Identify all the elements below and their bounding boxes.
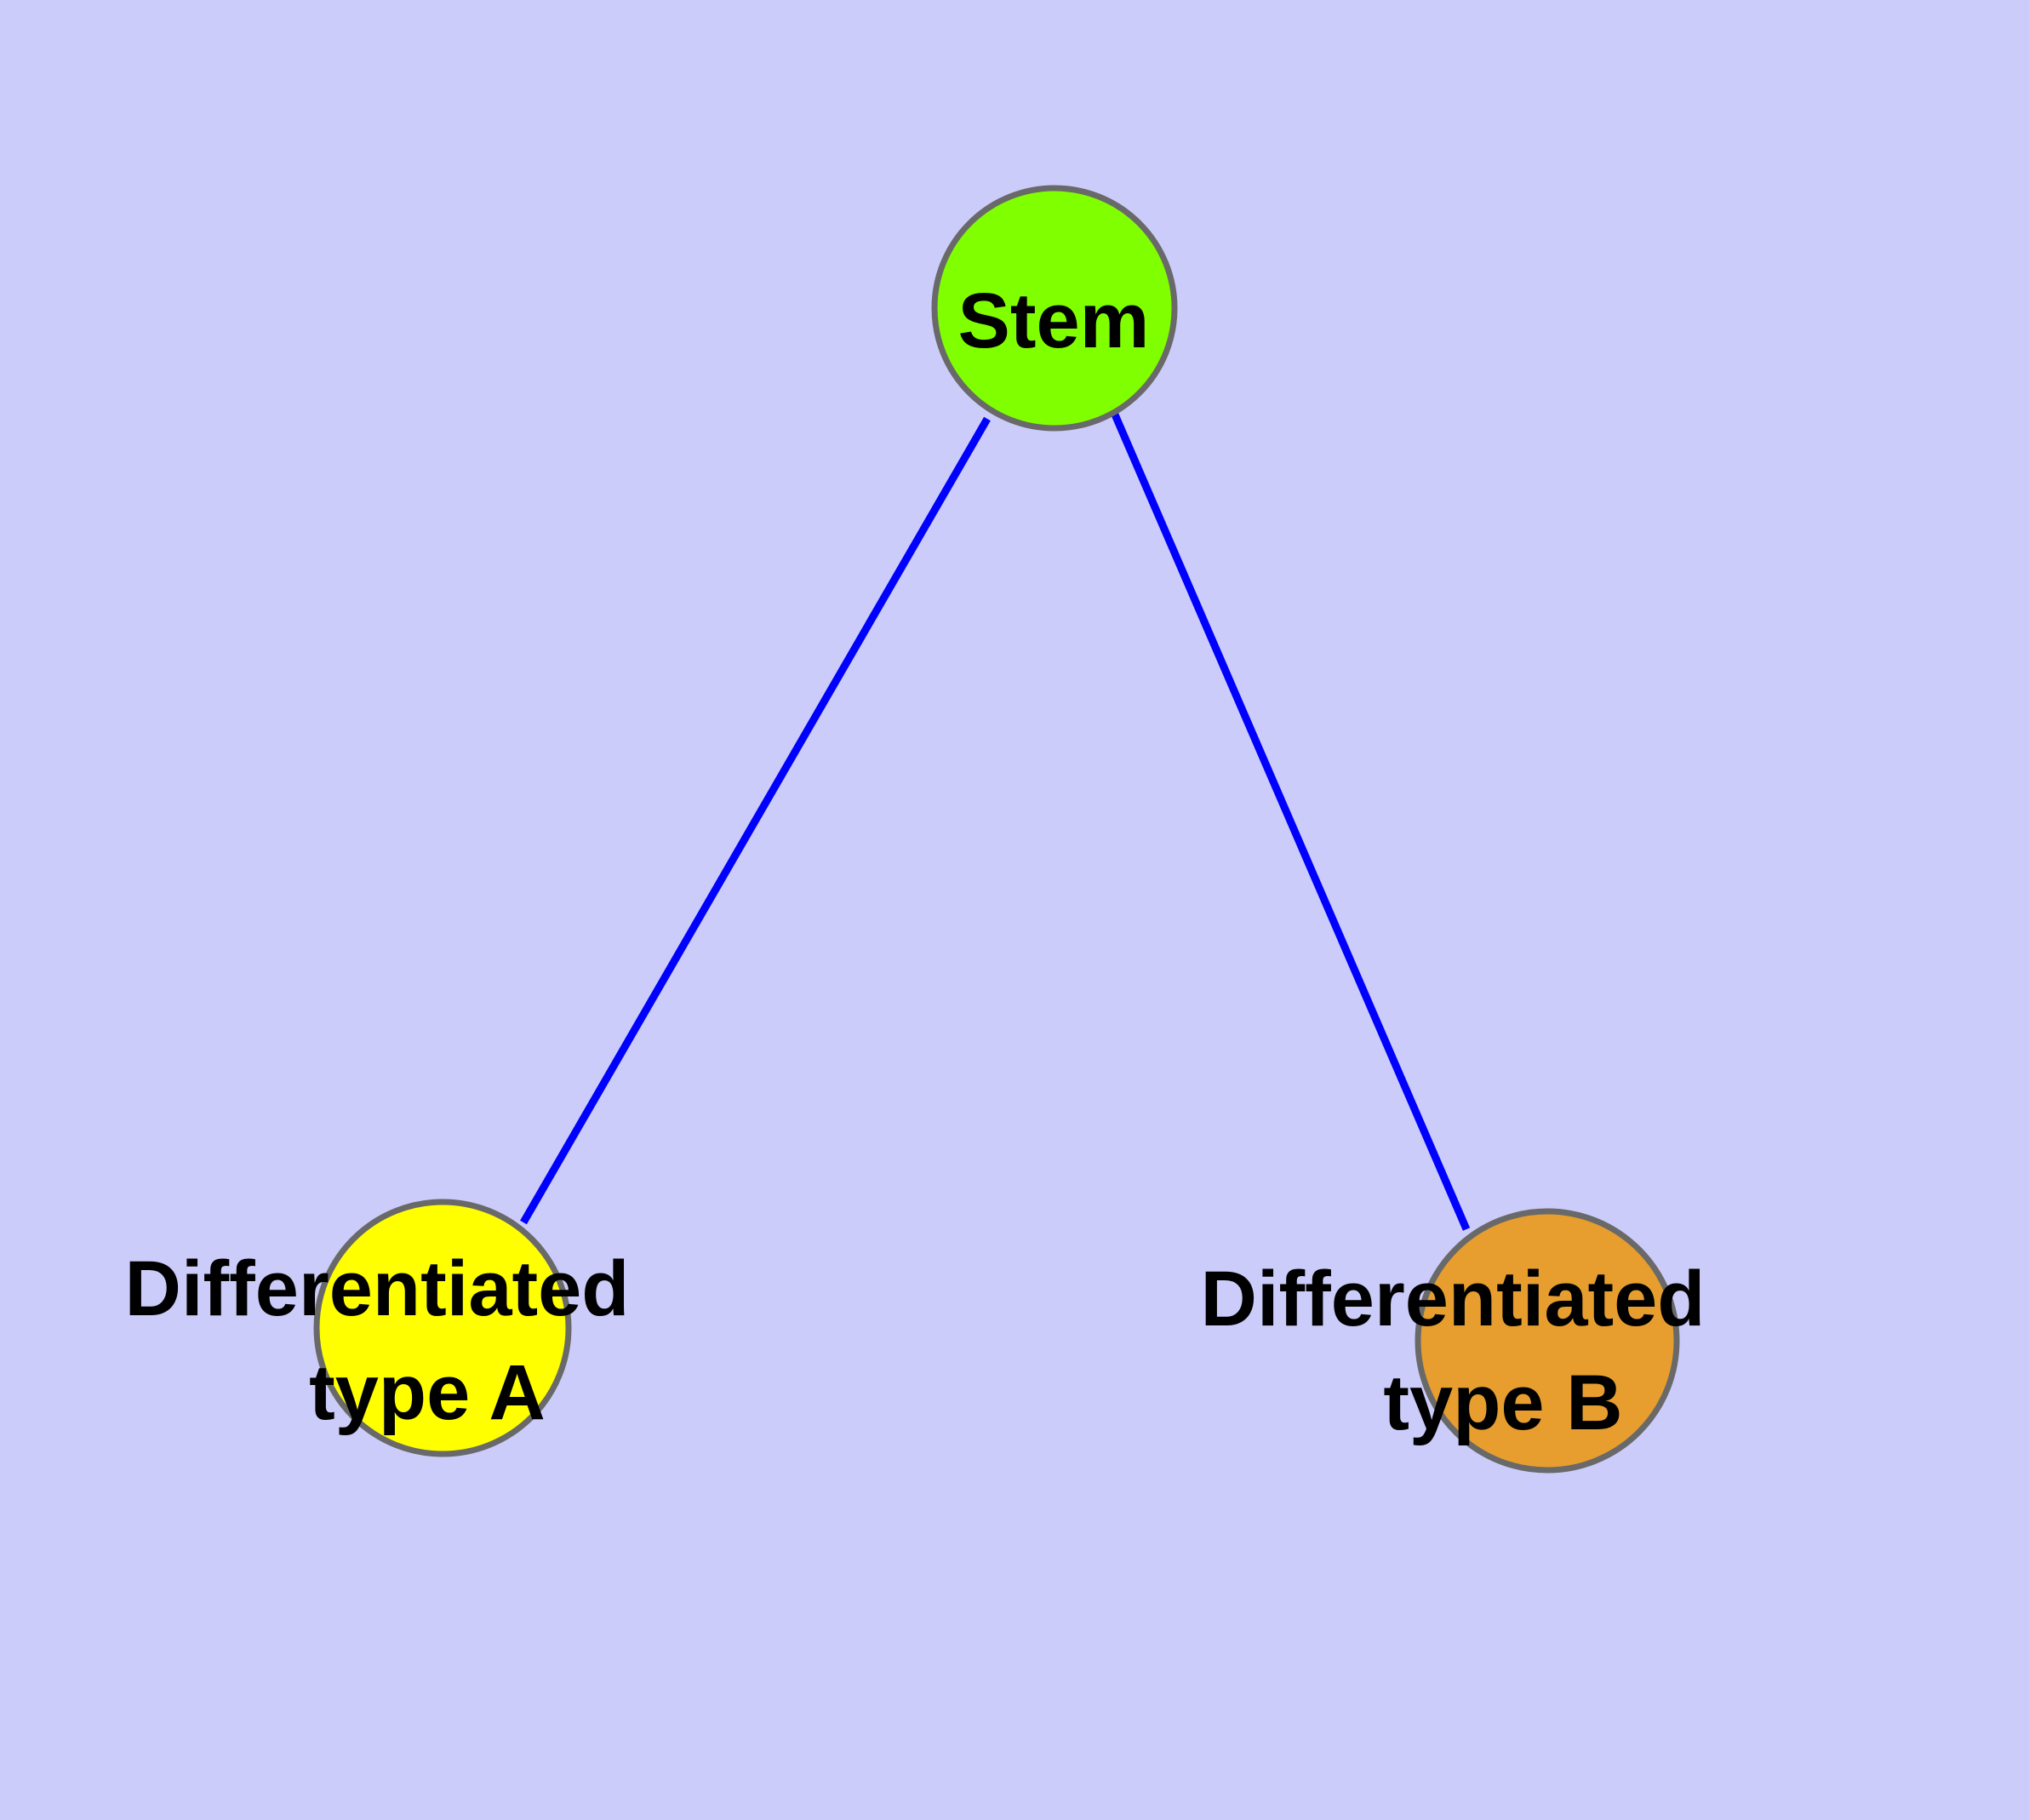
node-differentiated-type-a-label-line2: type A: [309, 1349, 546, 1436]
node-differentiated-type-a-circle[interactable]: [313, 1199, 572, 1457]
node-differentiated-type-a-label-line1: Differentiated: [125, 1245, 630, 1332]
node-differentiated-type-a[interactable]: Differentiated type A: [125, 1199, 630, 1457]
node-stem[interactable]: Stem: [931, 185, 1178, 432]
node-differentiated-type-b-circle[interactable]: [1415, 1208, 1680, 1474]
edges-group: [520, 413, 1471, 1231]
node-differentiated-type-b[interactable]: Differentiated type B: [1201, 1208, 1706, 1474]
node-differentiated-type-b-label-line1: Differentiated: [1201, 1256, 1706, 1342]
nodes-group: Stem Differentiated type A Differentiate…: [125, 185, 1706, 1474]
node-stem-label: Stem: [958, 278, 1150, 364]
node-differentiated-type-b-label-line2: type B: [1383, 1359, 1622, 1446]
node-stem-circle[interactable]: [931, 185, 1178, 432]
edge-stem-to-differentiated-type-a[interactable]: [520, 416, 991, 1225]
edge-stem-to-differentiated-type-b[interactable]: [1111, 413, 1471, 1231]
